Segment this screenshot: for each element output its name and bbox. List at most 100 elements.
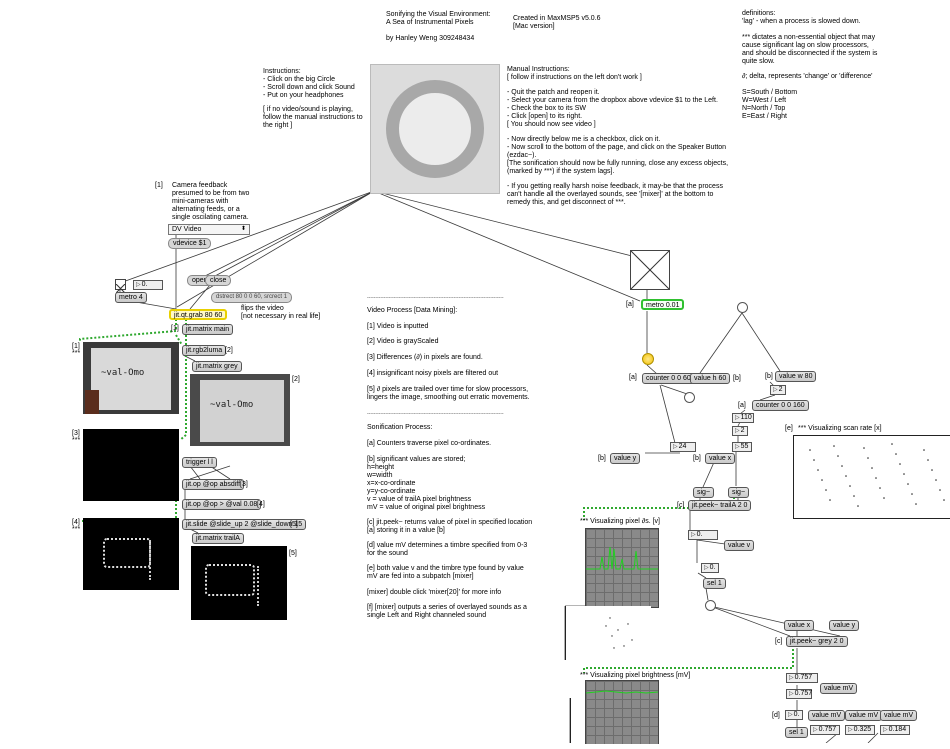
- sig-object-2[interactable]: sig~: [728, 487, 750, 498]
- definition-stars-4: quite slow.: [742, 58, 775, 65]
- value-h-object[interactable]: value h 60: [690, 373, 731, 384]
- matrix-main-object[interactable]: jit.matrix main: [182, 324, 234, 335]
- manual-line: - Select your camera from the dropbox ab…: [507, 97, 718, 104]
- fps-number-box[interactable]: 0.: [133, 280, 163, 290]
- value-w-object[interactable]: value w 80: [775, 371, 817, 382]
- manual-line: - Click [open] to its right.: [507, 113, 583, 120]
- vis1-label: *** Visualizing pixel ∂s. [v]: [580, 518, 660, 525]
- side-label-1: [1]: [72, 343, 80, 350]
- value-x-object-2[interactable]: value x: [784, 620, 815, 631]
- chain-n5: [5]: [290, 521, 298, 528]
- x-icon: [630, 250, 670, 290]
- trigger-object[interactable]: trigger l l: [182, 457, 217, 468]
- absdiff-object[interactable]: jit.op @op absdiff: [182, 479, 245, 490]
- number-2[interactable]: 2: [770, 385, 786, 395]
- value-v-object[interactable]: value v: [724, 540, 755, 551]
- scan-toggle[interactable]: [630, 250, 670, 290]
- metro-4-object[interactable]: metro 4: [115, 292, 147, 303]
- rgb2luma-object[interactable]: jit.rgb2luma: [182, 345, 227, 356]
- camera-text-line: Camera feedback: [172, 182, 228, 189]
- peek-traila-object[interactable]: jit.peek~ trailA 2 0: [688, 500, 752, 511]
- sonif-line: [e] both value v and the timbre type fou…: [367, 565, 524, 572]
- chain-n2b: [2]: [292, 376, 300, 383]
- direction-e: E=East / Right: [742, 113, 787, 120]
- direction-w: W=West / Left: [742, 97, 787, 104]
- value-mv-object-3[interactable]: value mV: [845, 710, 883, 721]
- definitions-heading: definitions:: [742, 10, 776, 17]
- threshold-object[interactable]: jit.op @op > @val 0.08: [182, 499, 262, 510]
- start-circle-button[interactable]: [370, 64, 500, 194]
- bang-button-active[interactable]: [642, 353, 654, 365]
- scan-rate-label: *** Visualizing scan rate [x]: [798, 425, 882, 432]
- created-line-2: [Mac version]: [513, 23, 555, 30]
- bang-button[interactable]: [684, 392, 695, 403]
- value-y-object-2[interactable]: value y: [829, 620, 860, 631]
- instructions-line: Instructions:: [263, 68, 301, 75]
- number-24[interactable]: 24: [670, 442, 696, 452]
- value-y-object[interactable]: value y: [610, 453, 641, 464]
- instructions-line: the right ]: [263, 122, 293, 129]
- sonif-line: single Left and Right channeled sound: [367, 612, 487, 619]
- value-x-object[interactable]: value x: [705, 453, 736, 464]
- number-zero-2[interactable]: 0.: [701, 563, 719, 573]
- definition-lag: 'lag' - when a process is slowed down.: [742, 18, 861, 25]
- close-message[interactable]: close: [205, 275, 232, 286]
- sonif-line: for the sound: [367, 550, 408, 557]
- number-55[interactable]: 55: [732, 442, 752, 452]
- sel-1-object[interactable]: sel 1: [703, 578, 726, 589]
- sonif-line: Sonification Process:: [367, 424, 433, 431]
- dstrect-message[interactable]: dstrect 80 0 0 60, srcrect 1: [211, 292, 293, 303]
- chain-n2: [2]: [225, 347, 233, 354]
- number-0757[interactable]: 0.757: [810, 725, 840, 735]
- label-a3: [a]: [738, 402, 746, 409]
- sonif-line: [a] storing it in a value [b]: [367, 527, 445, 534]
- slide-object[interactable]: jit.slide @slide_up 2 @slide_down 15: [182, 519, 307, 530]
- bang-button[interactable]: [705, 600, 716, 611]
- label-d: [d]: [772, 712, 780, 719]
- number-0184[interactable]: 0.184: [880, 725, 910, 735]
- camera-toggle[interactable]: [115, 279, 126, 294]
- mining-line: [1] Video is inputted: [367, 323, 429, 330]
- mining-line: [3] Differences (∂) in pixels are found.: [367, 354, 483, 361]
- number-mv[interactable]: 0.757: [786, 673, 818, 683]
- hand-shape: [85, 390, 99, 414]
- number-zero-3[interactable]: 0.: [785, 710, 803, 720]
- number-110[interactable]: 110: [732, 413, 754, 423]
- mining-line: [4] insignificant noisy pixels are filte…: [367, 370, 499, 377]
- peek-grey-object[interactable]: jit.peek~ grey 2 0: [786, 636, 848, 647]
- definition-delta: ∂; delta, represents 'change' or 'differ…: [742, 73, 873, 80]
- edge-shape: [103, 538, 151, 568]
- trail-preview: [191, 546, 287, 620]
- value-mv-object[interactable]: value mV: [820, 683, 858, 694]
- manual-line: [The sonification should now be fully ru…: [507, 160, 729, 167]
- counter-160-object[interactable]: counter 0 0 160: [752, 400, 809, 411]
- camera-dropdown[interactable]: DV Video ⬍: [168, 224, 250, 235]
- qt-grab-object[interactable]: jit.qt.grab 80 60: [169, 309, 228, 320]
- grey-shirt-print-text: ~val-Omo: [210, 400, 254, 410]
- sonif-line: [mixer] double click 'mixer[20]' for mor…: [367, 589, 502, 596]
- vdevice-message[interactable]: vdevice $1: [168, 238, 212, 249]
- ring-icon: [386, 80, 484, 178]
- value-mv-object-2[interactable]: value mV: [808, 710, 846, 721]
- value-mv-object-4[interactable]: value mV: [880, 710, 918, 721]
- chain-n1: [1]: [171, 325, 179, 332]
- camera-text-line: single oscilating camera.: [172, 214, 249, 221]
- sonif-line: w=width: [367, 472, 393, 479]
- direction-n: N=North / Top: [742, 105, 786, 112]
- counter-60-object[interactable]: counter 0 0 60: [642, 373, 695, 384]
- sel-1-object-2[interactable]: sel 1: [785, 727, 808, 738]
- side-label-3: [3]: [72, 430, 80, 437]
- number-mv-2[interactable]: 0.757: [786, 689, 812, 699]
- pixel-scope: [565, 606, 651, 660]
- number-v[interactable]: 0.: [688, 530, 718, 540]
- matrix-traila-object[interactable]: jit.matrix trailA: [192, 533, 244, 544]
- matrix-grey-object[interactable]: jit.matrix grey: [192, 361, 242, 372]
- divider-rule-2: ----------------------------------------…: [367, 411, 504, 417]
- metro-001-object[interactable]: metro 0.01: [641, 299, 685, 310]
- number-0325[interactable]: 0.325: [845, 725, 875, 735]
- sig-object-1[interactable]: sig~: [693, 487, 715, 498]
- number-2b[interactable]: 2: [732, 426, 748, 436]
- bang-button[interactable]: [737, 302, 748, 313]
- scan-rate-scope: [793, 435, 950, 519]
- flips-comment-2: [not necessary in real life]: [241, 313, 321, 320]
